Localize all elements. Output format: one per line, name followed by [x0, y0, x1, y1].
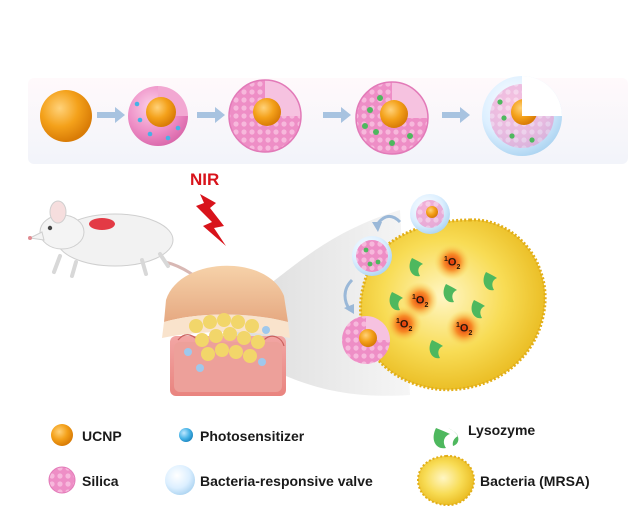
motion-arrow-head: [372, 222, 382, 232]
singlet-oxygen-label: 1O2: [444, 256, 461, 271]
motion-arrow-head: [344, 304, 354, 314]
ucnp-core-step1: [40, 90, 92, 142]
nir-lightning-icon: [196, 194, 226, 246]
legend-lysozyme-icon: [433, 428, 459, 449]
nanoparticle-step3: [228, 79, 302, 153]
mouse: [28, 200, 226, 302]
singlet-oxygen-label: 1O2: [396, 318, 413, 333]
legend-valve-label: Bacteria-responsive valve: [200, 473, 373, 489]
legend-bacteria-label: Bacteria (MRSA): [480, 473, 590, 489]
step-arrow-4: [442, 107, 470, 123]
nanoparticle-near-bacterium-top: [410, 194, 450, 234]
legend-bacteria-icon: [416, 454, 476, 507]
legend-ucnp-icon: [51, 424, 73, 446]
step-arrow-2: [197, 107, 225, 123]
nanoparticle-near-bacterium-left: [352, 236, 392, 276]
legend-valve-icon: [165, 465, 195, 495]
step-arrow-3: [323, 107, 351, 123]
bacterium-large: [359, 218, 547, 392]
legend-silica-icon: [48, 466, 76, 494]
nanoparticle-step2: [128, 86, 188, 146]
singlet-oxygen-label: 1O2: [412, 294, 429, 309]
legend-photosensitizer-icon: [179, 428, 193, 442]
nanoparticle-step5: [482, 76, 562, 156]
step-arrow-1: [97, 107, 125, 123]
nir-label: NIR: [190, 170, 220, 189]
lysozyme-icon: [389, 258, 497, 359]
legend-ucnp-label: UCNP: [82, 428, 122, 444]
legend-silica-label: Silica: [82, 473, 119, 489]
legend-photosensitizer-label: Photosensitizer: [200, 428, 305, 444]
tissue-section: [162, 265, 290, 396]
legend-lysozyme-label: Lysozyme: [468, 422, 536, 438]
nanoparticle-near-bacterium-bottom: [342, 316, 390, 364]
ros-glow: [434, 244, 470, 280]
nanoparticle-step4: [355, 81, 429, 155]
ros-glow: [386, 306, 422, 342]
ros-glow: [446, 310, 482, 346]
singlet-oxygen-label: 1O2: [456, 322, 473, 337]
